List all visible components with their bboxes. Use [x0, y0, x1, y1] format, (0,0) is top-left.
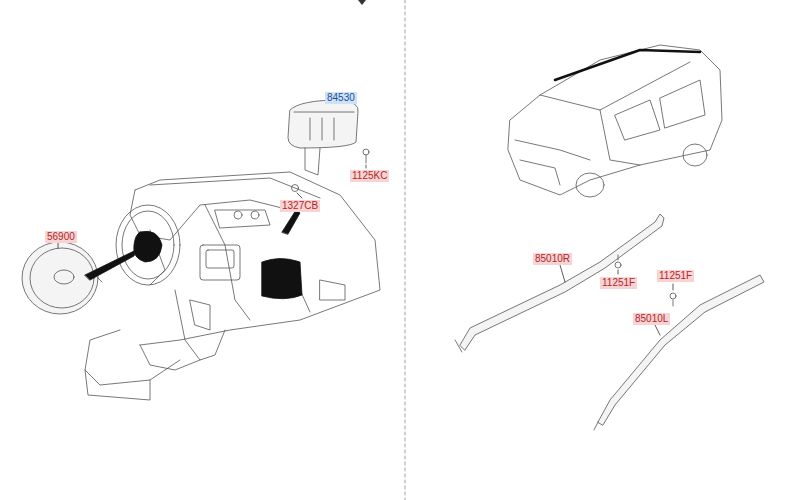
callout-number: 56900 — [45, 231, 77, 243]
leader-line — [366, 165, 367, 168]
callout-number: 1327CB — [280, 200, 320, 212]
leader-line — [655, 325, 660, 335]
callout-number: 11251F — [600, 277, 637, 289]
curtain-airbag — [455, 214, 764, 430]
car — [508, 45, 722, 197]
leader-line — [673, 284, 674, 290]
callout-number: 84530 — [325, 92, 357, 104]
mark — [358, 0, 366, 5]
leader-line — [618, 270, 619, 274]
driver-airbag-location — [134, 231, 162, 262]
steering-wheel — [116, 205, 180, 285]
arrow — [282, 210, 300, 234]
callout-number: 11251F — [657, 270, 694, 282]
passenger-airbag-location — [262, 259, 302, 299]
callout-number: 85010L — [633, 313, 670, 325]
leader-line — [297, 193, 302, 198]
leader-line — [560, 265, 565, 282]
callout-number: 1125KC — [350, 170, 389, 182]
callout-number: 85010R — [533, 253, 572, 265]
arrow — [85, 250, 136, 280]
dashboard — [85, 172, 380, 400]
divider — [405, 0, 406, 500]
